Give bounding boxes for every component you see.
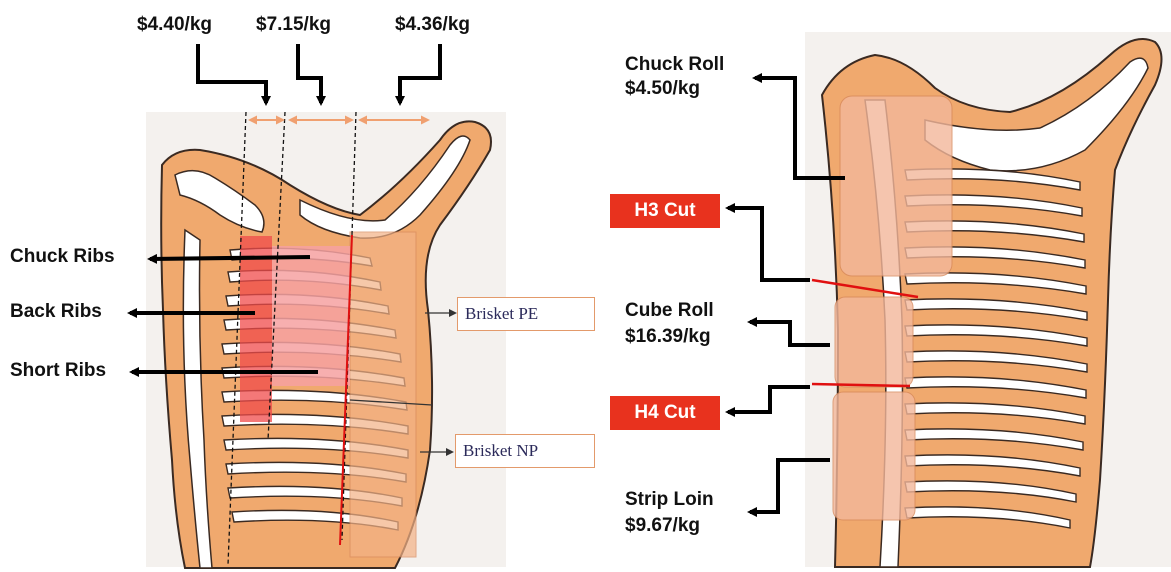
strip-loin-price: $9.67/kg xyxy=(625,515,700,537)
brisket-pe-box: Brisket PE xyxy=(457,297,595,331)
cube-roll-label: Cube Roll xyxy=(625,300,714,322)
strip-loin-label: Strip Loin xyxy=(625,489,714,511)
back-ribs-highlight xyxy=(272,246,350,386)
brisket-pe-label: Brisket PE xyxy=(465,304,538,324)
price-arrows xyxy=(198,44,440,103)
brisket-overlay xyxy=(350,232,416,557)
strip-loin-segment xyxy=(833,392,915,520)
chuck-ribs-highlight xyxy=(240,236,272,422)
cube-roll-segment xyxy=(835,297,913,387)
chuck-roll-price: $4.50/kg xyxy=(625,78,700,100)
chuck-ribs-label: Chuck Ribs xyxy=(10,246,115,268)
price-short-ribs-label: $4.36/kg xyxy=(395,14,470,36)
chuck-roll-segment xyxy=(840,96,952,276)
price-chuck-ribs-label: $4.40/kg xyxy=(137,14,212,36)
h4-cut-label: H4 Cut xyxy=(634,402,695,424)
cube-roll-price: $16.39/kg xyxy=(625,326,711,348)
brisket-np-label: Brisket NP xyxy=(463,441,538,461)
short-ribs-label: Short Ribs xyxy=(10,360,106,382)
h3-cut-tag: H3 Cut xyxy=(610,194,720,228)
brisket-np-box: Brisket NP xyxy=(455,434,595,468)
price-back-ribs-label: $7.15/kg xyxy=(256,14,331,36)
chuck-roll-label: Chuck Roll xyxy=(625,54,724,76)
left-forequarter-illustration xyxy=(146,112,506,568)
h4-cut-tag: H4 Cut xyxy=(610,396,720,430)
right-forequarter-illustration xyxy=(805,32,1171,567)
back-ribs-label: Back Ribs xyxy=(10,301,102,323)
h3-cut-label: H3 Cut xyxy=(634,200,695,222)
